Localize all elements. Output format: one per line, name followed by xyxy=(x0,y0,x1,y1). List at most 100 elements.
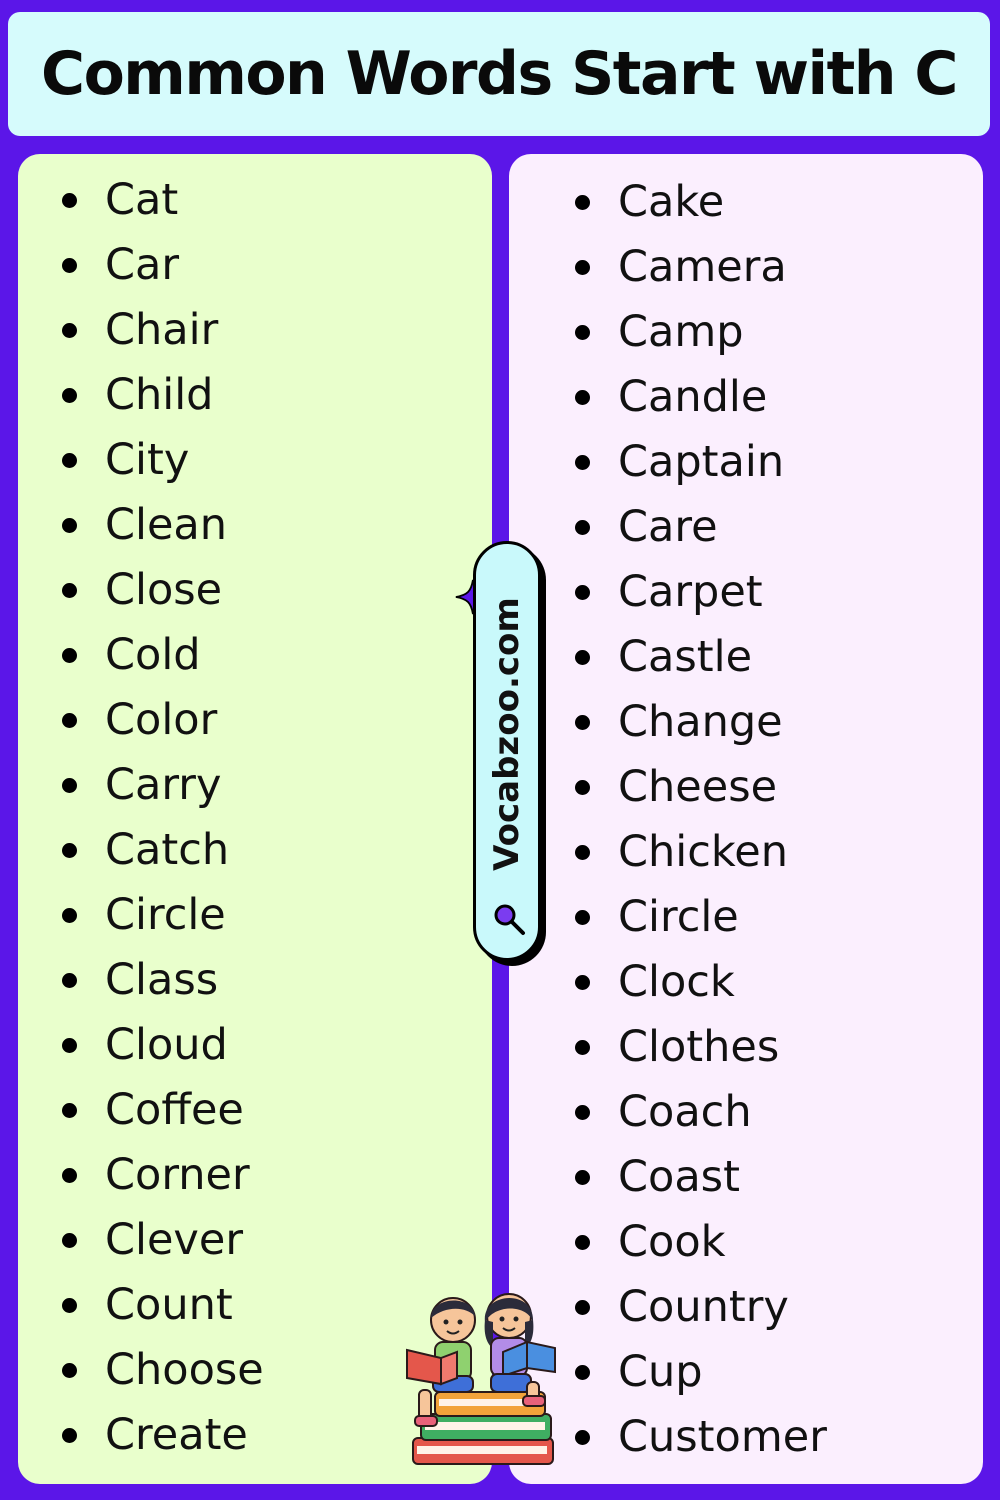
right-word-text: Cake xyxy=(618,177,725,227)
left-word-text: Cold xyxy=(105,630,201,680)
bullet-icon xyxy=(575,325,590,340)
left-word-item: Corner xyxy=(62,1143,264,1208)
bullet-icon xyxy=(62,258,77,273)
left-word-item: Class xyxy=(62,948,264,1013)
right-word-text: Circle xyxy=(618,892,739,942)
right-word-item: Cake xyxy=(575,170,827,235)
watermark-pill: Vocabzoo.com xyxy=(473,541,541,961)
bullet-icon xyxy=(62,193,77,208)
right-word-text: Castle xyxy=(618,632,753,682)
title-banner: Common Words Start with C xyxy=(8,12,990,136)
bullet-icon xyxy=(575,1170,590,1185)
right-word-text: Carpet xyxy=(618,567,763,617)
left-word-text: Clever xyxy=(105,1215,244,1265)
left-word-text: Class xyxy=(105,955,219,1005)
bullet-icon xyxy=(575,975,590,990)
right-word-item: Camp xyxy=(575,300,827,365)
right-word-item: Carpet xyxy=(575,560,827,625)
bullet-icon xyxy=(575,195,590,210)
left-word-item: Cold xyxy=(62,623,264,688)
bullet-icon xyxy=(575,1040,590,1055)
left-word-text: Corner xyxy=(105,1150,250,1200)
left-word-item: Carry xyxy=(62,753,264,818)
left-word-item: Close xyxy=(62,558,264,623)
left-word-text: Carry xyxy=(105,760,222,810)
bullet-icon xyxy=(575,780,590,795)
bullet-icon xyxy=(62,713,77,728)
left-word-text: Clean xyxy=(105,500,228,550)
left-word-item: Car xyxy=(62,233,264,298)
right-word-text: Cheese xyxy=(618,762,778,812)
left-word-item: Clever xyxy=(62,1208,264,1273)
bullet-icon xyxy=(62,778,77,793)
left-word-item: Catch xyxy=(62,818,264,883)
bullet-icon xyxy=(62,388,77,403)
bullet-icon xyxy=(62,1298,77,1313)
left-word-item: City xyxy=(62,428,264,493)
bullet-icon xyxy=(62,1428,77,1443)
left-word-text: Chair xyxy=(105,305,219,355)
right-word-item: Chicken xyxy=(575,820,827,885)
bullet-icon xyxy=(62,1103,77,1118)
left-word-item: Create xyxy=(62,1403,264,1468)
bullet-icon xyxy=(62,648,77,663)
left-word-text: Car xyxy=(105,240,180,290)
bullet-icon xyxy=(62,908,77,923)
right-word-item: Coast xyxy=(575,1145,827,1210)
right-word-item: Circle xyxy=(575,885,827,950)
right-word-item: Clock xyxy=(575,950,827,1015)
right-word-text: Clock xyxy=(618,957,735,1007)
bullet-icon xyxy=(62,1168,77,1183)
bullet-icon xyxy=(62,518,77,533)
bullet-icon xyxy=(575,455,590,470)
right-word-text: Clothes xyxy=(618,1022,780,1072)
bullet-icon xyxy=(62,453,77,468)
left-word-text: Catch xyxy=(105,825,230,875)
bullet-icon xyxy=(575,715,590,730)
left-word-item: Cloud xyxy=(62,1013,264,1078)
bullet-icon xyxy=(575,585,590,600)
right-word-text: Change xyxy=(618,697,783,747)
right-word-item: Change xyxy=(575,690,827,755)
left-word-text: Child xyxy=(105,370,214,420)
right-word-item: Cup xyxy=(575,1340,827,1405)
left-word-text: Cloud xyxy=(105,1020,228,1070)
magnifier-icon xyxy=(494,904,525,935)
bullet-icon xyxy=(575,910,590,925)
right-word-item: Camera xyxy=(575,235,827,300)
bullet-icon xyxy=(62,973,77,988)
right-word-text: Camp xyxy=(618,307,744,357)
bullet-icon xyxy=(575,1235,590,1250)
right-word-item: Care xyxy=(575,495,827,560)
right-word-item: Castle xyxy=(575,625,827,690)
right-word-item: Candle xyxy=(575,365,827,430)
left-word-item: Color xyxy=(62,688,264,753)
left-word-item: Cat xyxy=(62,168,264,233)
page-title: Common Words Start with C xyxy=(41,39,958,109)
bullet-icon xyxy=(62,1038,77,1053)
bullet-icon xyxy=(575,650,590,665)
right-word-text: Captain xyxy=(618,437,785,487)
left-word-text: Close xyxy=(105,565,223,615)
left-word-item: Count xyxy=(62,1273,264,1338)
right-word-item: Cook xyxy=(575,1210,827,1275)
right-word-text: Coast xyxy=(618,1152,740,1202)
right-word-text: Care xyxy=(618,502,718,552)
right-word-item: Country xyxy=(575,1275,827,1340)
bullet-icon xyxy=(62,1233,77,1248)
right-word-item: Coach xyxy=(575,1080,827,1145)
bullet-icon xyxy=(575,845,590,860)
bullet-icon xyxy=(575,1430,590,1445)
bullet-icon xyxy=(62,843,77,858)
right-word-text: Candle xyxy=(618,372,768,422)
right-word-text: Cup xyxy=(618,1347,703,1397)
right-word-text: Camera xyxy=(618,242,787,292)
bullet-icon xyxy=(62,583,77,598)
left-word-text: City xyxy=(105,435,190,485)
right-word-item: Customer xyxy=(575,1405,827,1470)
bullet-icon xyxy=(575,520,590,535)
